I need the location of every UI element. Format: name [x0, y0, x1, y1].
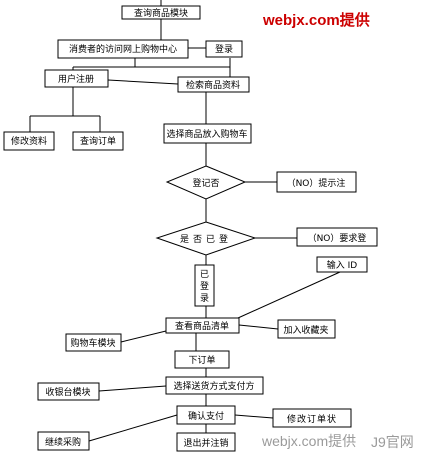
modify-order-status-box: 修改订单状 [272, 408, 352, 428]
svg-text:收银台模块: 收银台模块 [45, 386, 90, 398]
view-list-box: 查看商品清单 [165, 317, 240, 334]
connectors [29, 0, 341, 442]
connector [234, 414, 274, 419]
modify-info-box: 修改资料 [3, 131, 55, 151]
purchase-box: 继续采购 [37, 431, 90, 451]
watermark-label: webjx.com提供 [261, 433, 356, 449]
svg-text:确认支付: 确认支付 [188, 410, 224, 422]
input-id-box: 输入 ID [316, 256, 368, 273]
no-prompt-box: （NO）提示注 [276, 171, 357, 193]
svg-text:加入收藏夹: 加入收藏夹 [283, 324, 328, 336]
is-registered-label: 登记否 [192, 178, 219, 189]
connector [237, 271, 341, 319]
connector [107, 79, 179, 85]
svg-text:（NO）要求登: （NO）要求登 [308, 232, 367, 244]
svg-text:查询商品模块: 查询商品模块 [134, 7, 188, 19]
is-logged-in-decision: 是否已登 [155, 221, 257, 256]
connector [98, 385, 167, 392]
svg-text:消费者的访问网上购物中心: 消费者的访问网上购物中心 [69, 43, 177, 55]
watermark-logo: J9官网 [371, 434, 414, 450]
add-fav-box: 加入收藏夹 [277, 319, 336, 339]
choose-delivery-box: 选择送货方式支付方 [165, 376, 264, 395]
svg-text:（NO）提示注: （NO）提示注 [287, 177, 346, 189]
svg-text:购物车模块: 购物车模块 [70, 337, 115, 349]
svg-text:修改订单状: 修改订单状 [287, 413, 337, 425]
logged-in-box: 已登录 [194, 264, 215, 307]
login-box: 登录 [205, 40, 243, 58]
connector [238, 324, 279, 330]
cart-module-box: 购物车模块 [65, 333, 122, 352]
query-module-box: 查询商品模块 [121, 5, 201, 20]
logged-in-label: 已登录 [200, 269, 209, 304]
is-registered-decision: 登记否 [165, 165, 247, 200]
place-order-box: 下订单 [174, 350, 230, 369]
svg-text:登录: 登录 [215, 44, 233, 55]
no-require-box: （NO）要求登 [296, 227, 378, 247]
svg-text:查询订单: 查询订单 [80, 135, 116, 147]
register-box: 用户注册 [44, 69, 109, 88]
connector [88, 414, 178, 442]
query-order-box: 查询订单 [72, 131, 124, 151]
svg-text:选择商品放入购物车: 选择商品放入购物车 [166, 128, 247, 140]
brand-label: webjx.com提供 [262, 11, 370, 29]
svg-text:输入 ID: 输入 ID [327, 259, 358, 271]
svg-text:用户注册: 用户注册 [58, 73, 94, 85]
logout-box: 退出并注销 [176, 432, 236, 452]
visit-center-box: 消费者的访问网上购物中心 [57, 39, 189, 59]
svg-text:查看商品清单: 查看商品清单 [175, 320, 229, 332]
svg-text:修改资料: 修改资料 [11, 135, 47, 147]
svg-text:退出并注销: 退出并注销 [183, 437, 228, 449]
search-box: 检索商品资料 [177, 76, 250, 93]
confirm-pay-box: 确认支付 [176, 405, 236, 425]
svg-text:下订单: 下订单 [188, 354, 215, 366]
svg-text:检索商品资料: 检索商品资料 [186, 79, 240, 91]
svg-text:选择送货方式支付方: 选择送货方式支付方 [173, 380, 254, 392]
connector [120, 330, 167, 343]
svg-text:继续采购: 继续采购 [45, 436, 81, 448]
cashier-module-box: 收银台模块 [37, 382, 100, 401]
is-logged-in-label: 是否已登 [180, 234, 232, 245]
add-cart-box: 选择商品放入购物车 [163, 123, 252, 144]
